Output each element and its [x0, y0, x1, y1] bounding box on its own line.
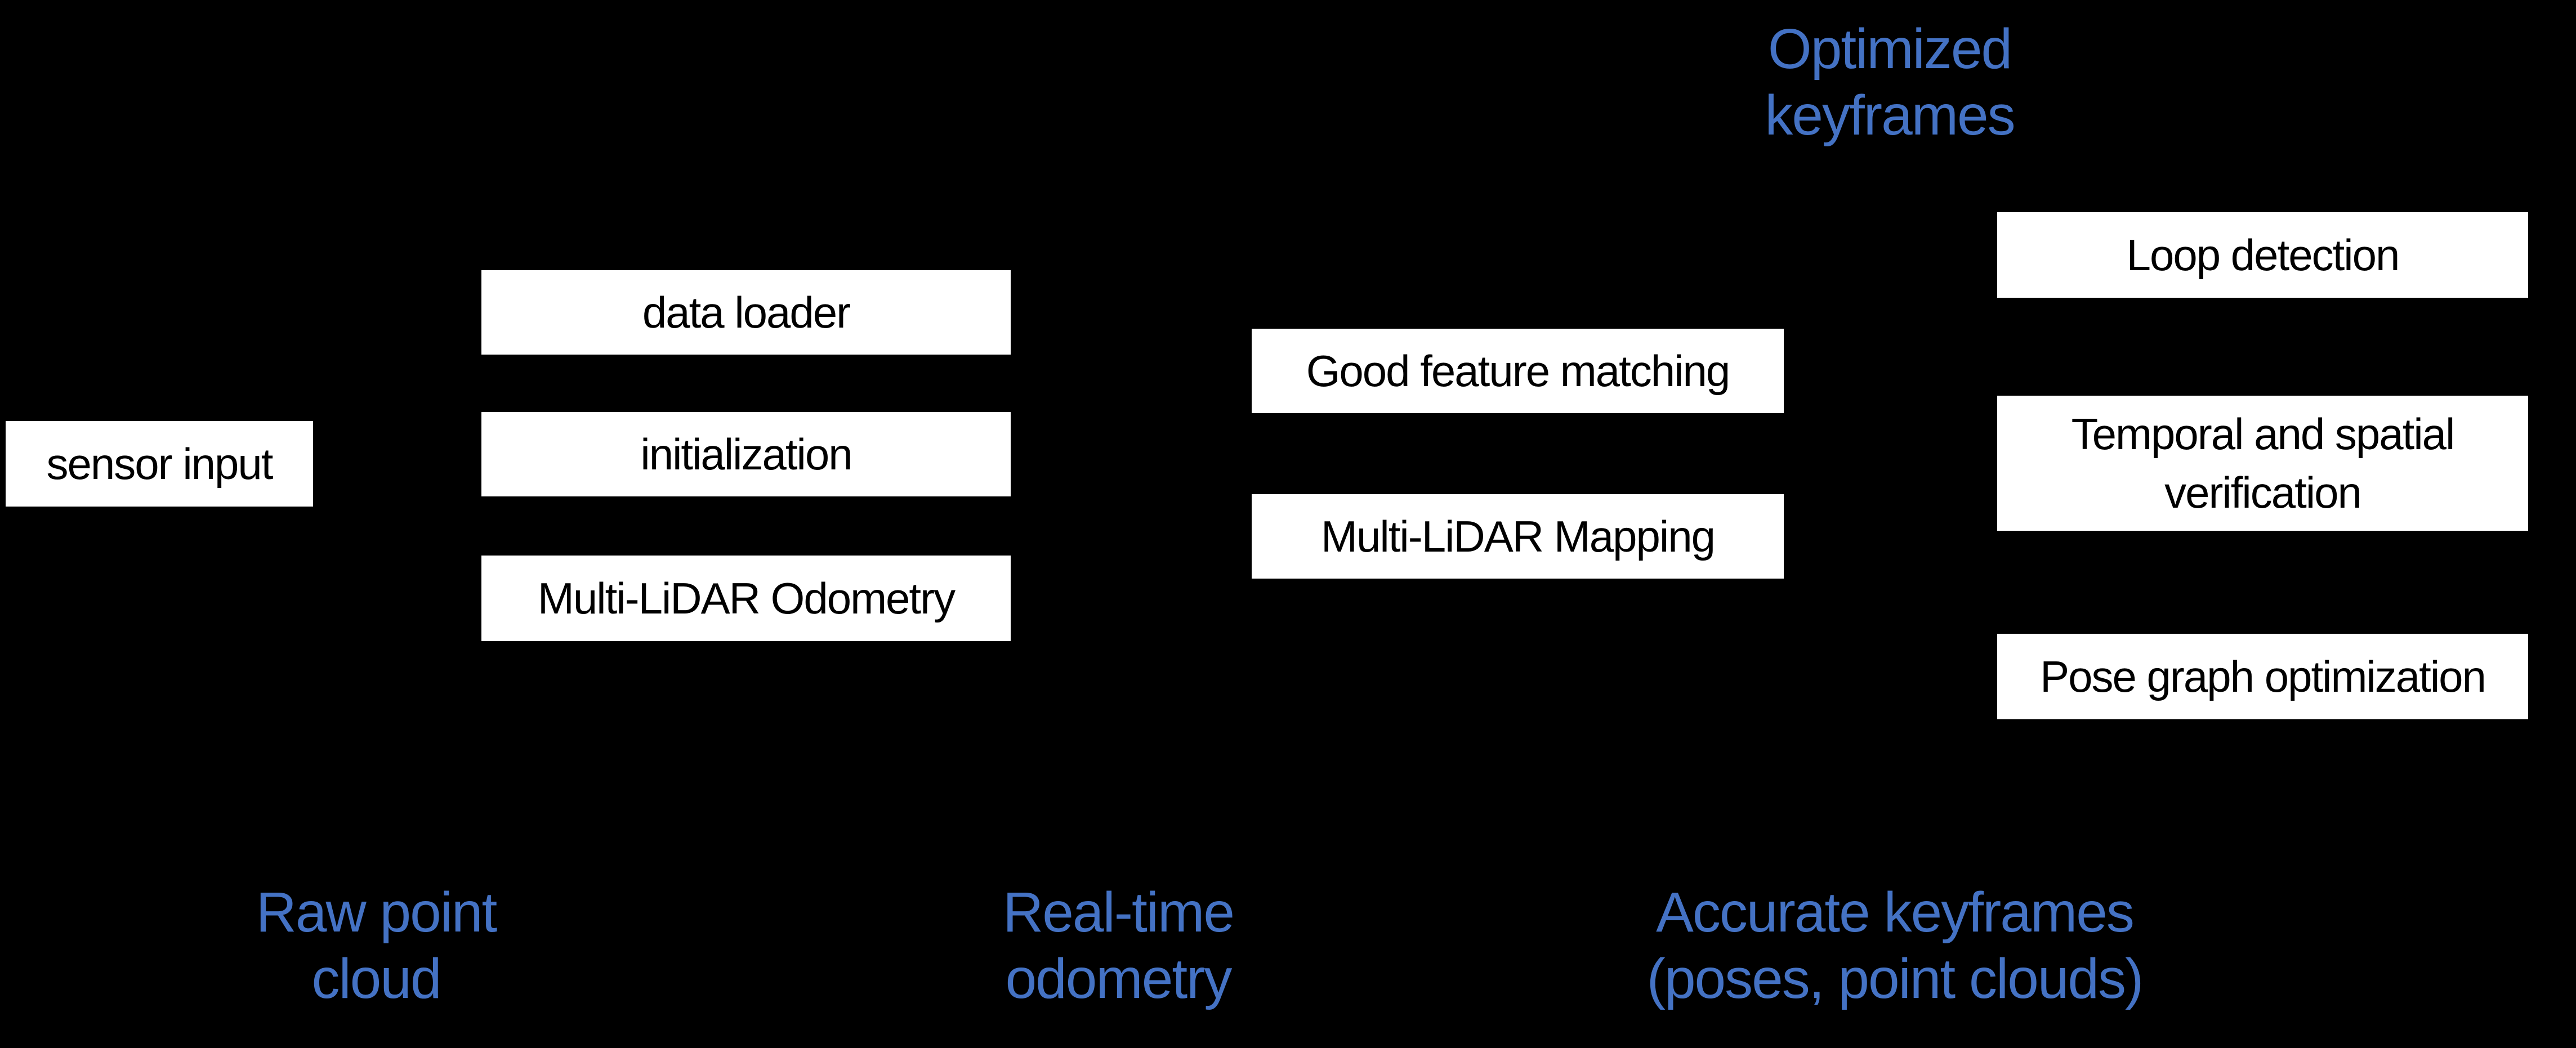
box-sensor-input: sensor input — [6, 421, 313, 507]
box-pose-graph-optimization-label: Pose graph optimization — [2040, 652, 2486, 701]
caption-real-time-odometry: Real-time odometry — [893, 879, 1343, 1012]
box-sensor-input-label: sensor input — [46, 439, 274, 489]
caption-accurate-keyframes: Accurate keyframes (poses, point clouds) — [1585, 879, 2204, 1012]
caption-raw-point-cloud-line1: Raw point — [256, 881, 498, 944]
caption-accurate-keyframes-line2: (poses, point clouds) — [1646, 947, 2144, 1010]
caption-real-time-odometry-line1: Real-time — [1003, 881, 1235, 944]
caption-raw-point-cloud: Raw point cloud — [151, 879, 601, 1012]
box-good-feature-matching-label: Good feature matching — [1306, 346, 1730, 396]
box-loop-detection-label: Loop detection — [2126, 230, 2400, 280]
box-initialization-label: initialization — [640, 429, 852, 479]
box-multi-lidar-odometry-label: Multi-LiDAR Odometry — [537, 574, 956, 623]
box-initialization: initialization — [481, 412, 1011, 496]
box-multi-lidar-odometry: Multi-LiDAR Odometry — [481, 556, 1011, 641]
box-pose-graph-optimization: Pose graph optimization — [1997, 634, 2528, 719]
caption-optimized-keyframes: Optimized keyframes — [1664, 16, 2115, 149]
caption-optimized-keyframes-line2: keyframes — [1765, 84, 2015, 147]
caption-optimized-keyframes-line1: Optimized — [1767, 17, 2012, 80]
box-temporal-spatial-verification: Temporal and spatial verification — [1997, 396, 2528, 531]
caption-raw-point-cloud-line2: cloud — [311, 947, 441, 1010]
box-data-loader: data loader — [481, 270, 1011, 355]
box-good-feature-matching: Good feature matching — [1252, 329, 1784, 413]
caption-accurate-keyframes-line1: Accurate keyframes — [1656, 881, 2135, 944]
box-multi-lidar-mapping: Multi-LiDAR Mapping — [1252, 494, 1784, 579]
box-loop-detection: Loop detection — [1997, 212, 2528, 298]
caption-real-time-odometry-line2: odometry — [1005, 947, 1233, 1010]
box-temporal-spatial-verification-label: Temporal and spatial verification — [2071, 409, 2456, 517]
box-data-loader-label: data loader — [642, 288, 851, 337]
box-multi-lidar-mapping-label: Multi-LiDAR Mapping — [1321, 512, 1716, 561]
